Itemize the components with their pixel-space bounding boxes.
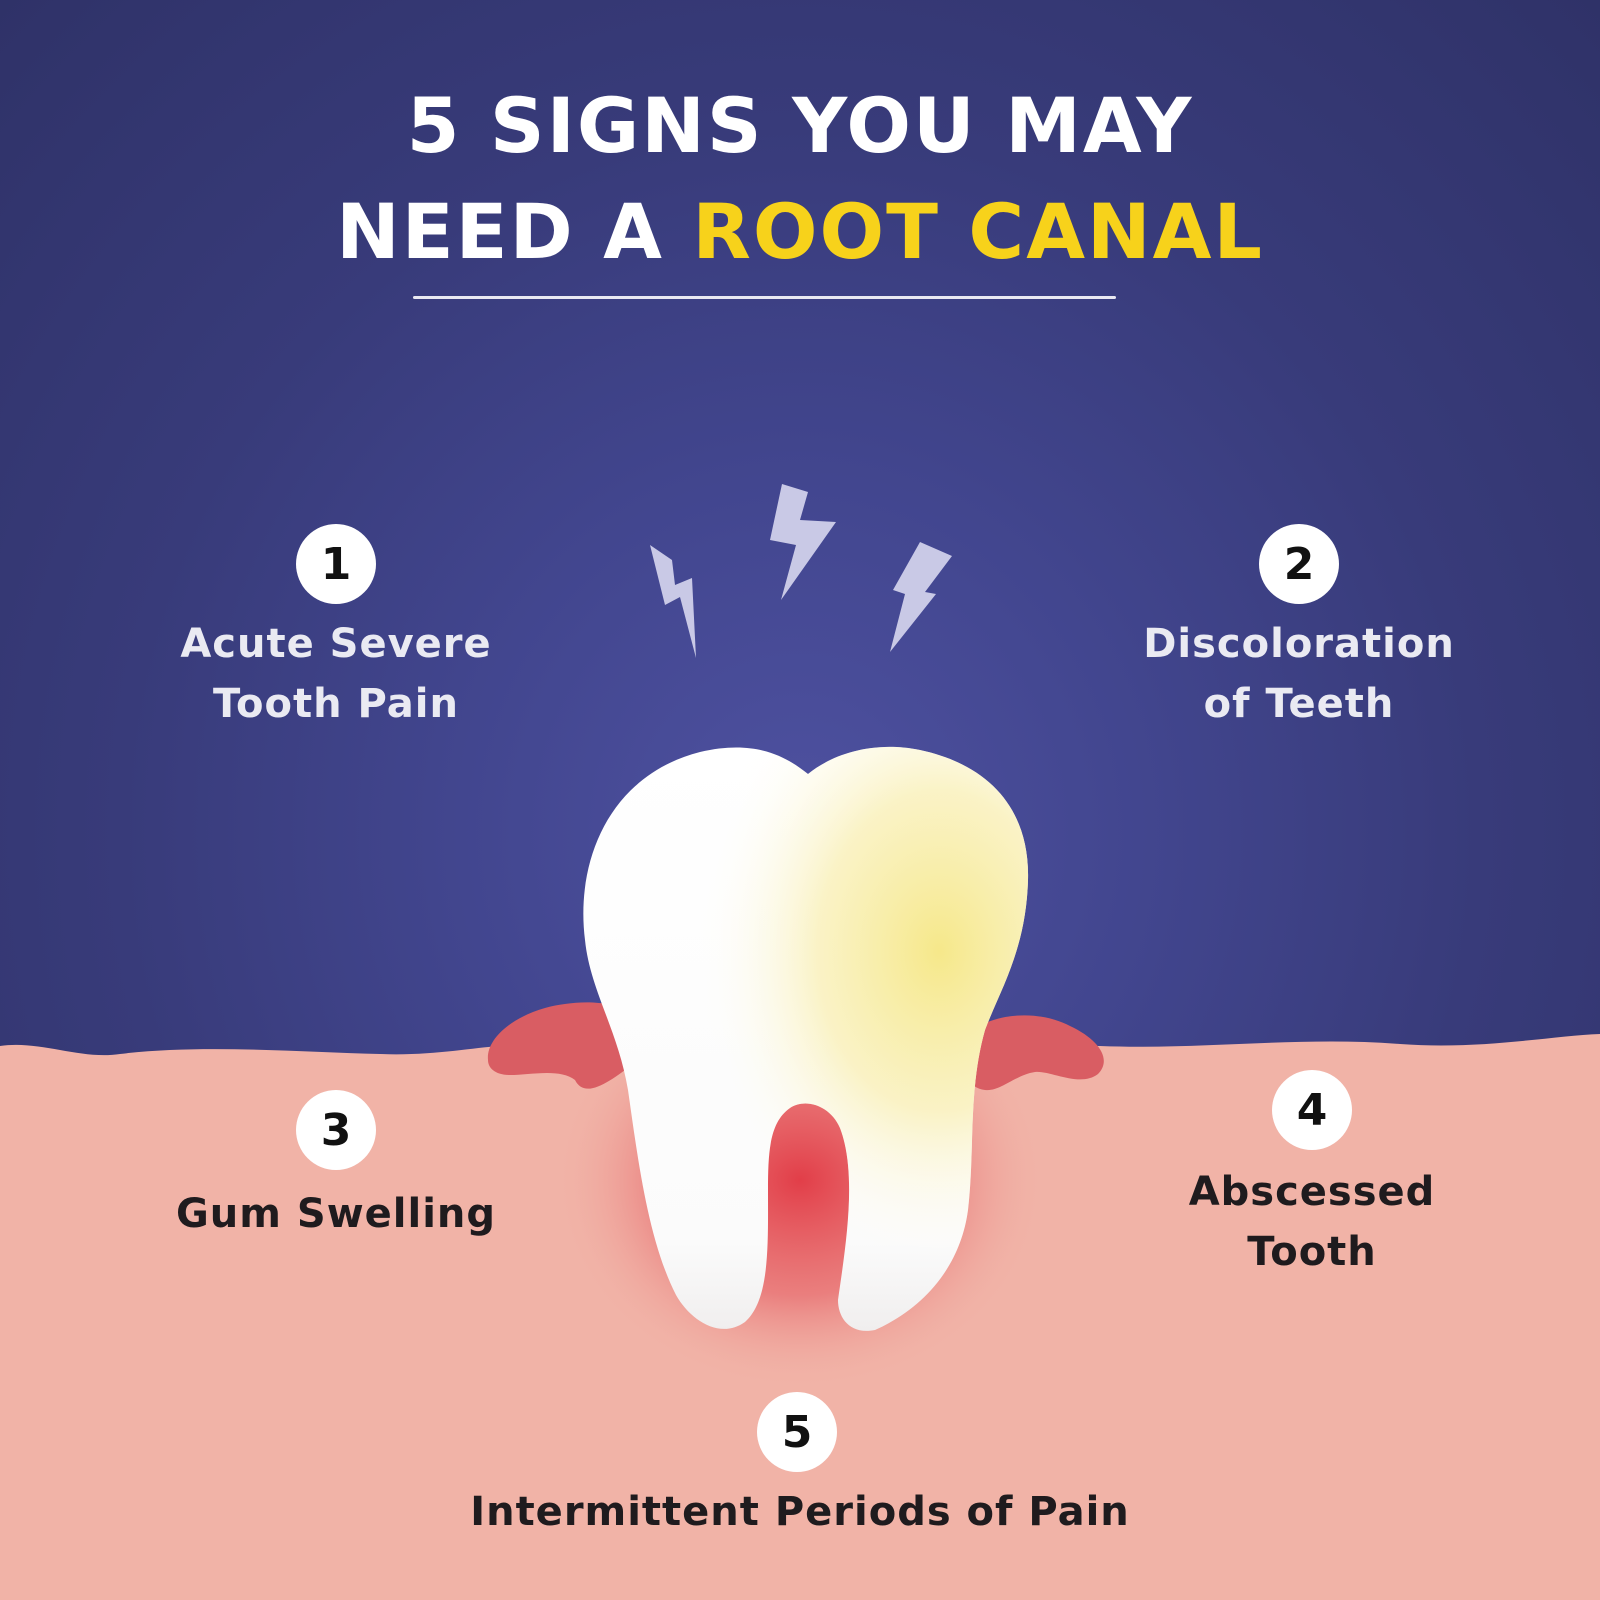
sign-4-line-1: Abscessed: [1188, 1169, 1436, 1215]
title-highlight: ROOT CANAL: [692, 187, 1264, 276]
swollen-gum-left: [487, 1002, 638, 1089]
sign-4-label: Abscessed Tooth: [1112, 1162, 1512, 1282]
swollen-gum-right: [958, 1015, 1104, 1091]
sign-2-label: Discoloration of Teeth: [1099, 614, 1499, 734]
lightning-bolt-icon: [770, 484, 836, 600]
sign-5-number-badge: 5: [757, 1392, 837, 1472]
sign-3-number-badge: 3: [296, 1090, 376, 1170]
lightning-bolt-icon: [650, 545, 696, 658]
sign-5-label: Intermittent Periods of Pain: [400, 1482, 1200, 1542]
sign-2-line-2: of Teeth: [1203, 681, 1395, 727]
lightning-bolt-icon: [890, 542, 952, 652]
title-line-2: NEED A ROOT CANAL: [0, 194, 1600, 270]
sign-3-label: Gum Swelling: [126, 1184, 546, 1244]
sign-1-line-1: Acute Severe: [180, 621, 492, 667]
sign-1-number-badge: 1: [296, 524, 376, 604]
title-line-1: 5 SIGNS YOU MAY: [406, 81, 1194, 170]
sign-5-line-1: Intermittent Periods of Pain: [470, 1489, 1130, 1535]
title-underline: [413, 296, 1116, 299]
sign-1-label: Acute Severe Tooth Pain: [136, 614, 536, 734]
sign-1-line-2: Tooth Pain: [213, 681, 459, 727]
tooth-illustration: [583, 746, 1029, 1331]
title-prefix: NEED A: [336, 187, 693, 276]
sign-3-line-1: Gum Swelling: [175, 1191, 497, 1237]
sign-4-line-2: Tooth: [1247, 1229, 1377, 1275]
sign-2-line-1: Discoloration: [1143, 621, 1455, 667]
sign-4-number-badge: 4: [1272, 1070, 1352, 1150]
sign-2-number-badge: 2: [1259, 524, 1339, 604]
